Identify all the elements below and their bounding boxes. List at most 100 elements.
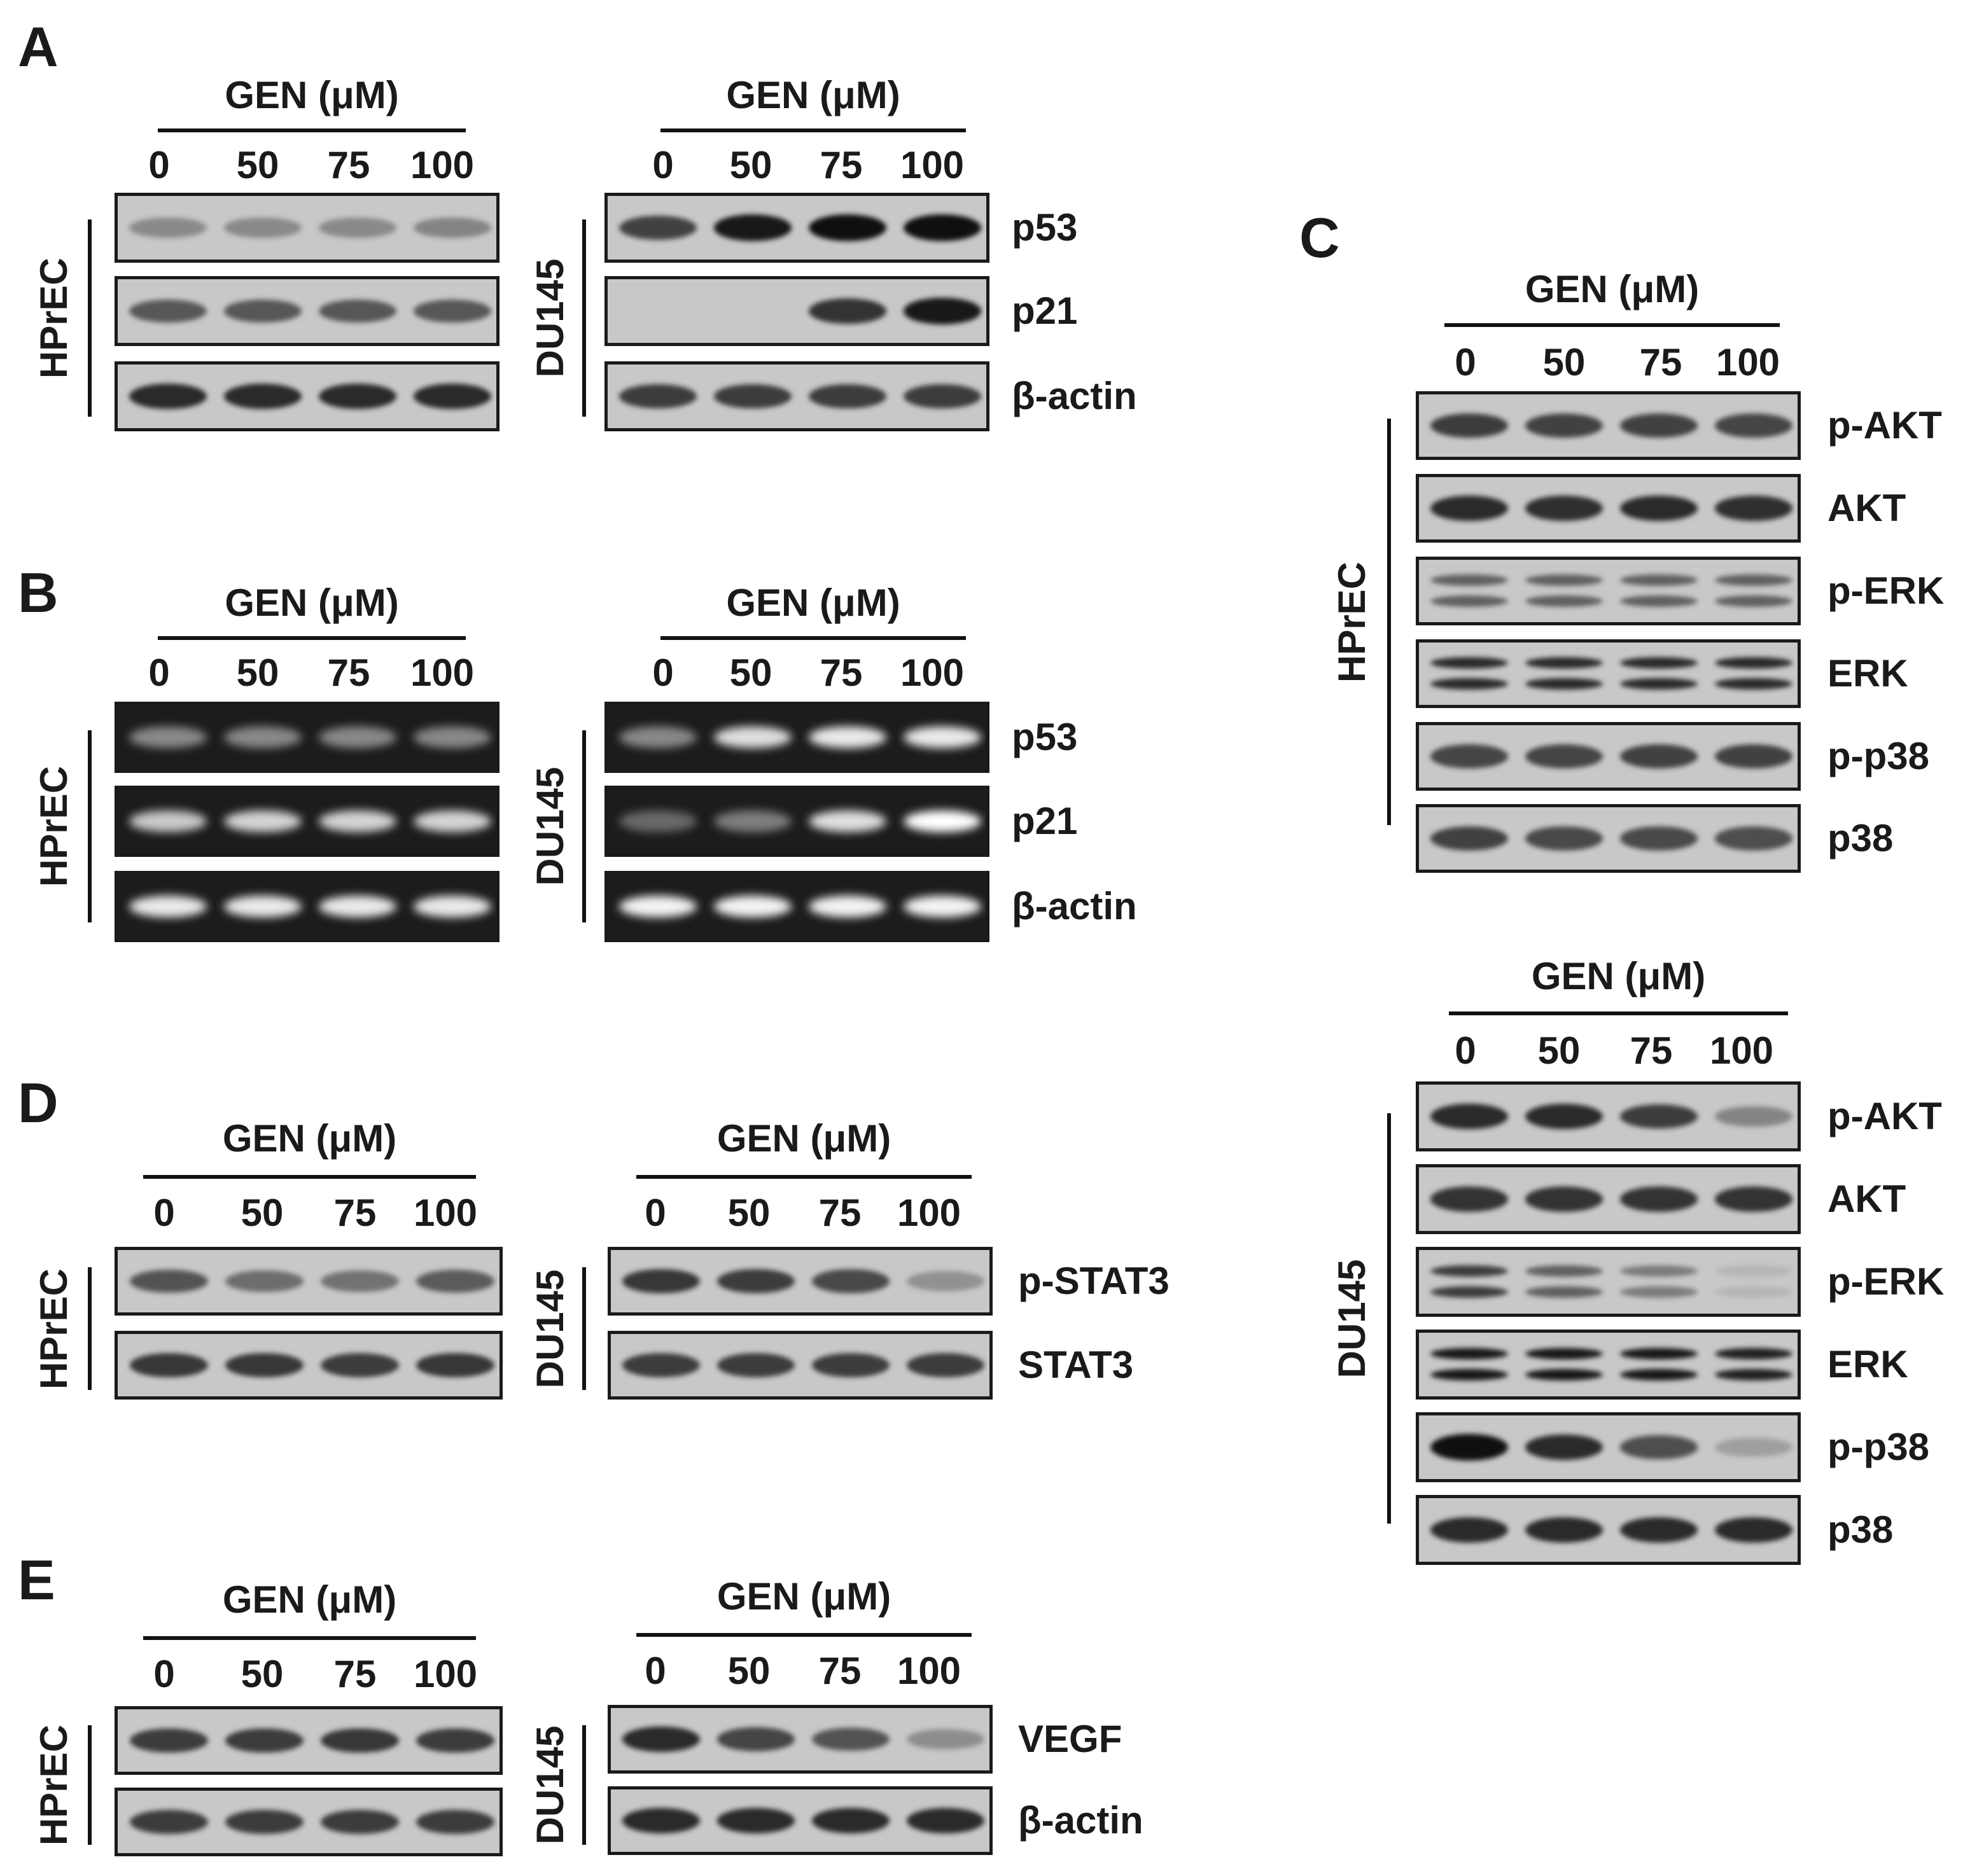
panel-a-hprec-band xyxy=(413,384,491,409)
panel-c-hprec-blot-strip xyxy=(1416,804,1801,873)
panel-c-hprec-band xyxy=(1619,574,1698,587)
panel-c-hprec-blot-strip xyxy=(1416,722,1801,791)
panel-b-hprec-band xyxy=(129,896,207,917)
panel-c-hprec-band xyxy=(1430,595,1509,607)
panel-b-hprec-dose-rule xyxy=(158,636,466,640)
panel-d-du145-blot-strip xyxy=(608,1247,993,1316)
panel-e-du145-band xyxy=(717,1727,795,1751)
panel-c-du145-protein-label: p38 xyxy=(1827,1508,1894,1551)
panel-e-hprec-dose-label: 50 xyxy=(241,1653,284,1695)
panel-c-hprec-side-bracket xyxy=(1387,419,1391,825)
panel-a-hprec-dose-label: 50 xyxy=(236,144,279,186)
panel-b-du145-protein-label: p53 xyxy=(1012,716,1078,758)
panel-e-du145-protein-label: VEGF xyxy=(1018,1718,1122,1760)
panel-b-du145-band xyxy=(903,810,981,832)
panel-b-hprec-blot-strip xyxy=(115,702,499,773)
panel-c-hprec-band xyxy=(1430,574,1509,587)
panel-a-hprec-band xyxy=(224,299,302,323)
panel-e-hprec-dose-label: 0 xyxy=(153,1653,175,1695)
panel-a-hprec-blot-strip xyxy=(115,193,499,263)
panel-d-du145-band xyxy=(622,1268,701,1294)
panel-e-hprec-band xyxy=(225,1809,304,1835)
panel-c-hprec-blot-strip xyxy=(1416,391,1801,460)
panel-a-hprec-band xyxy=(224,384,302,409)
panel-c-du145-band xyxy=(1525,1369,1603,1380)
panel-c-hprec-band xyxy=(1714,657,1792,669)
panel-c-hprec-band xyxy=(1525,413,1603,438)
panel-a-du145-dose-label: 75 xyxy=(820,144,863,186)
panel-d-du145-dose-label: 0 xyxy=(645,1192,666,1234)
panel-d-hprec-band xyxy=(225,1352,304,1378)
panel-b-hprec-band xyxy=(129,810,207,832)
panel-d-du145-dose-rule xyxy=(636,1175,972,1179)
panel-b-du145-dose-label: 75 xyxy=(820,651,863,694)
panel-c-du145-band xyxy=(1430,1369,1509,1380)
panel-c-du145-band xyxy=(1525,1435,1603,1460)
panel-a-hprec-dose-label: 75 xyxy=(327,144,370,186)
panel-c-hprec-band xyxy=(1714,826,1792,851)
panel-e-du145-band xyxy=(906,1808,984,1833)
panel-c-du145-band xyxy=(1619,1265,1698,1277)
panel-e-du145-cell-line-label: DU145 xyxy=(529,1725,571,1845)
panel-b-hprec-gen-title: GEN (μM) xyxy=(225,581,399,624)
panel-e-du145-side-bracket xyxy=(582,1725,586,1845)
panel-e-du145-band xyxy=(717,1808,795,1833)
panel-c-du145-band xyxy=(1525,1286,1603,1298)
panel-c-hprec-band xyxy=(1619,595,1698,607)
panel-d-hprec-blot-strip xyxy=(115,1247,503,1316)
panel-e-du145-dose-label: 75 xyxy=(818,1650,862,1692)
panel-e-du145-band xyxy=(811,1727,890,1751)
panel-a-hprec-blot-strip xyxy=(115,361,499,431)
panel-c-hprec-band xyxy=(1430,677,1509,690)
panel-b-hprec-dose-label: 0 xyxy=(148,651,170,694)
panel-a-du145-band xyxy=(903,214,981,241)
panel-c-hprec-band xyxy=(1714,595,1792,607)
panel-a-du145-blot-strip xyxy=(604,276,989,346)
panel-b-du145-blot-strip xyxy=(604,786,989,857)
panel-a-du145-protein-label: β-actin xyxy=(1012,375,1137,417)
panel-c-du145-band xyxy=(1619,1369,1698,1380)
panel-b-du145-band xyxy=(808,810,886,832)
panel-c-du145-band xyxy=(1714,1437,1792,1457)
panel-c-du145-band xyxy=(1714,1369,1792,1380)
panel-a-du145-dose-rule xyxy=(660,129,966,132)
panel-c-hprec-band xyxy=(1525,744,1603,768)
panel-d-du145-band xyxy=(811,1269,890,1293)
panel-c-du145-band xyxy=(1525,1348,1603,1359)
panel-e-du145-protein-label: β-actin xyxy=(1018,1799,1143,1842)
panel-c-du145-blot-strip xyxy=(1416,1081,1801,1151)
panel-c-du145-band xyxy=(1430,1186,1509,1212)
panel-a-hprec-band xyxy=(129,299,207,323)
panel-c-du145-band xyxy=(1619,1435,1698,1459)
panel-c-du145-protein-label: p-ERK xyxy=(1827,1260,1945,1303)
panel-c-hprec-band xyxy=(1525,496,1603,521)
panel-b-du145-cell-line-label: DU145 xyxy=(529,767,571,886)
panel-a-hprec-band xyxy=(129,217,207,239)
panel-c-du145-band xyxy=(1714,1265,1792,1277)
panel-b-du145-band xyxy=(808,896,886,917)
panel-e-hprec-cell-line-label: HPrEC xyxy=(32,1724,75,1846)
panel-c-du145-side-bracket xyxy=(1387,1113,1391,1524)
panel-c-hprec-band xyxy=(1430,496,1509,521)
panel-c-hprec-dose-label: 100 xyxy=(1715,341,1780,384)
panel-e-du145-band xyxy=(622,1808,701,1833)
panel-d-hprec-dose-label: 75 xyxy=(333,1192,377,1234)
panel-d-du145-dose-label: 75 xyxy=(818,1192,862,1234)
panel-c-du145-band xyxy=(1714,1348,1792,1359)
panel-d-hprec-side-bracket xyxy=(88,1267,92,1390)
panel-d-letter: D xyxy=(18,1071,59,1134)
panel-a-hprec-band xyxy=(413,217,491,239)
panel-b-du145-gen-title: GEN (μM) xyxy=(726,581,900,624)
panel-c-hprec-protein-label: p-AKT xyxy=(1827,404,1942,447)
panel-b-du145-band xyxy=(808,726,886,748)
panel-b-du145-side-bracket xyxy=(582,730,586,922)
panel-a-hprec-band xyxy=(318,217,396,239)
panel-b-hprec-dose-label: 100 xyxy=(410,651,475,694)
panel-c-du145-gen-title: GEN (μM) xyxy=(1531,955,1706,997)
panel-c-hprec-dose-label: 50 xyxy=(1542,341,1586,384)
panel-b-letter: B xyxy=(18,561,59,624)
panel-d-du145-band xyxy=(717,1268,795,1294)
panel-a-du145-dose-label: 50 xyxy=(729,144,772,186)
panel-c-hprec-protein-label: ERK xyxy=(1827,652,1908,695)
